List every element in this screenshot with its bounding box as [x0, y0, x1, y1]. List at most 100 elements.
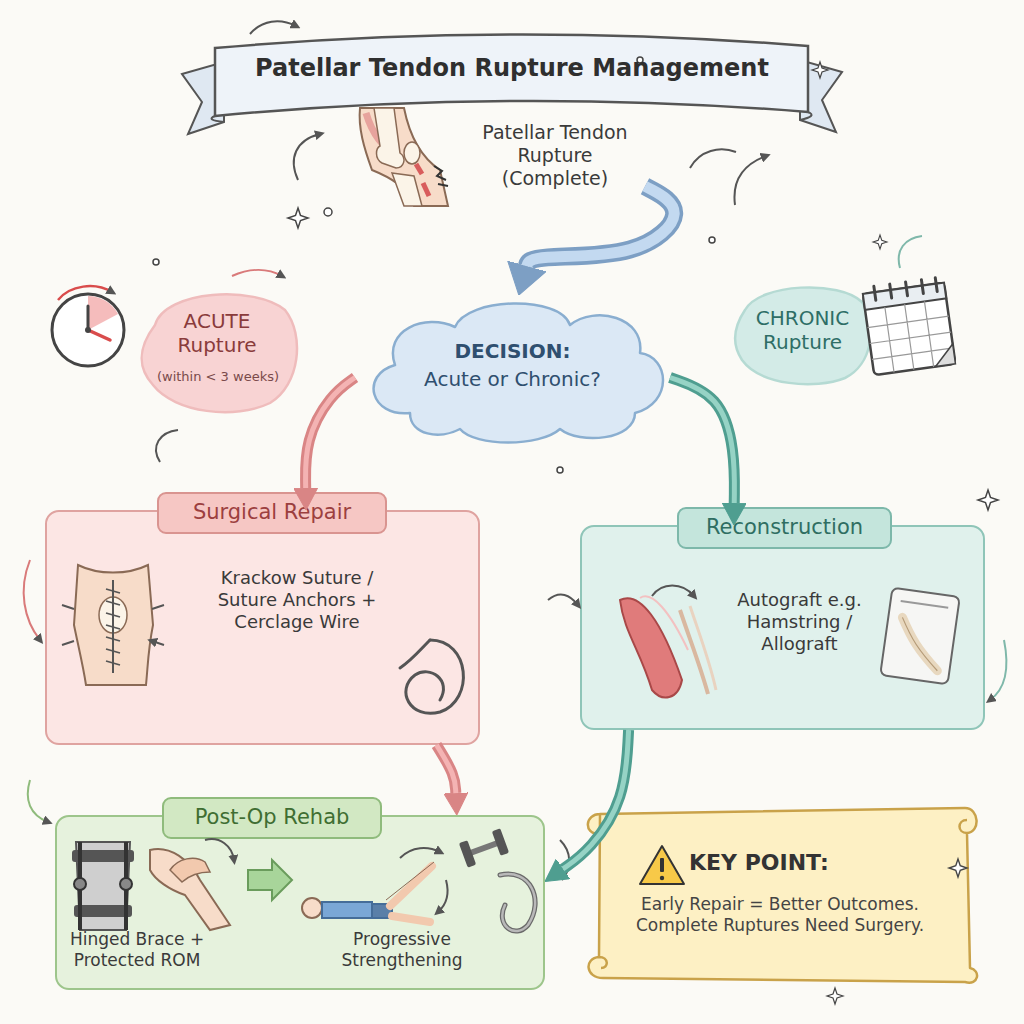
dumbbell-illustration [468, 840, 500, 857]
rehab-step: Progressive Strengthening [327, 929, 477, 970]
allograft-package-illustration [896, 617, 944, 670]
box-body: Krackow Suture / Suture Anchors + Cercla… [197, 567, 397, 633]
decorative-arrow [24, 21, 1007, 880]
warning-icon [660, 858, 664, 872]
hinged-brace-illustration [72, 842, 134, 930]
clock-icon [88, 296, 118, 330]
key-point-scroll: KEY POINT:Early Repair = Better Outcomes… [575, 800, 985, 985]
protected-rom-illustration [205, 839, 234, 860]
hinged-brace-illustration [80, 842, 126, 930]
knee-illustration [360, 108, 448, 206]
decorative-arrow [294, 134, 320, 180]
clock-icon [87, 306, 90, 330]
flow-arrow [306, 378, 355, 489]
decorative-arrow [156, 430, 178, 462]
hinged-brace-illustration [120, 878, 132, 890]
protected-rom-illustration [150, 849, 230, 930]
decorative-arrow [899, 236, 922, 268]
acute-bubble: ACUTE Rupture (within < 3 weeks) [135, 285, 300, 415]
cerclage-wire-illustration [400, 640, 463, 713]
cerclage-wire-illustration [406, 640, 464, 713]
leg-raise-illustration [390, 866, 432, 906]
flow-arrow [437, 745, 456, 793]
flow-arrow [670, 378, 734, 504]
protected-rom-illustration [150, 839, 234, 930]
clock-icon [85, 327, 91, 333]
flow-arrow [437, 745, 456, 793]
sparkle-star [873, 235, 887, 249]
bubble-note: (within < 3 weeks) [143, 369, 293, 385]
hinged-brace-illustration [74, 905, 132, 917]
knee-illustration [404, 142, 420, 164]
hamstring-graft-illustration [652, 586, 694, 597]
title-banner [800, 112, 812, 120]
bubble-heading: ACUTE Rupture [157, 309, 277, 358]
flow-arrow [527, 186, 674, 266]
allograft-package-illustration [901, 601, 949, 608]
knee-illustration [434, 166, 446, 180]
flow-arrow [527, 186, 674, 266]
process-box: ReconstructionAutograft e.g. Hamstring /… [580, 525, 985, 730]
key-point-body: Early Repair = Better Outcomes. Complete… [600, 894, 960, 935]
title-banner [215, 34, 808, 116]
leg-raise-illustration [438, 880, 448, 912]
decision-heading: DECISION: [355, 339, 670, 363]
acute-bubble-outline [141, 294, 297, 412]
node-text: Patellar Tendon Rupture (Complete) [465, 121, 645, 191]
resistance-band-illustration [500, 874, 535, 931]
calendar-icon [933, 344, 956, 367]
sutured-knee-illustration [62, 565, 164, 685]
knee-illustration [438, 184, 448, 186]
chronic-bubble-outline [735, 287, 871, 384]
key-point-scroll-outline [588, 808, 977, 983]
hinged-brace-illustration [76, 842, 130, 930]
sparkle-star [557, 467, 563, 473]
hinged-brace-illustration [74, 878, 86, 890]
dumbbell-illustration [492, 828, 509, 856]
progression-arrow [248, 860, 292, 900]
flow-arrow [306, 378, 355, 489]
allograft-package-illustration [880, 588, 960, 685]
decision-question: Acute or Chronic? [355, 367, 670, 391]
flow-arrow [527, 186, 674, 266]
pathology-label: Patellar Tendon Rupture (Complete) [465, 115, 645, 210]
hamstring-graft-illustration [620, 586, 716, 698]
hinged-brace-illustration [72, 850, 134, 862]
knee-illustration [366, 113, 402, 160]
sutured-knee-illustration [106, 589, 120, 665]
decorative-arrow [24, 560, 40, 640]
bubble-heading: CHRONIC Rupture [740, 306, 865, 355]
key-point-scroll-outline [575, 800, 985, 985]
flow-arrow [563, 730, 629, 869]
decorative-arrow [560, 840, 569, 880]
clock-icon [52, 294, 124, 366]
warning-icon [660, 876, 664, 880]
flow-arrow [670, 378, 734, 504]
sparkle-star [827, 988, 843, 1004]
flow-arrow [670, 378, 734, 504]
knee-illustration [423, 183, 429, 196]
sutured-knee-illustration [62, 605, 164, 645]
clock-icon [88, 330, 110, 340]
cerclage-wire-illustration [400, 640, 430, 668]
warning-icon [640, 846, 684, 884]
sparkle-star [949, 859, 967, 877]
calendar-icon [874, 278, 937, 300]
decision-cloud: DECISION: Acute or Chronic? [355, 295, 670, 445]
decorative-arrow [250, 21, 296, 34]
sutured-knee-illustration [74, 565, 153, 685]
diagram-title: Patellar Tendon Rupture Management [222, 54, 802, 82]
dumbbell-illustration [459, 840, 476, 868]
clock-icon [52, 286, 124, 366]
hamstring-graft-illustration [690, 606, 716, 690]
sutured-knee-illustration [112, 580, 114, 673]
sparkle-star [978, 490, 998, 510]
title-banner [182, 34, 842, 134]
decorative-arrow [990, 640, 1006, 700]
leg-raise-illustration [302, 898, 322, 918]
leg-raise-illustration [386, 862, 434, 900]
box-body: Autograft e.g. Hamstring / Allograft [712, 589, 887, 655]
knee-illustration [374, 108, 404, 168]
calendar-icon [863, 283, 956, 376]
